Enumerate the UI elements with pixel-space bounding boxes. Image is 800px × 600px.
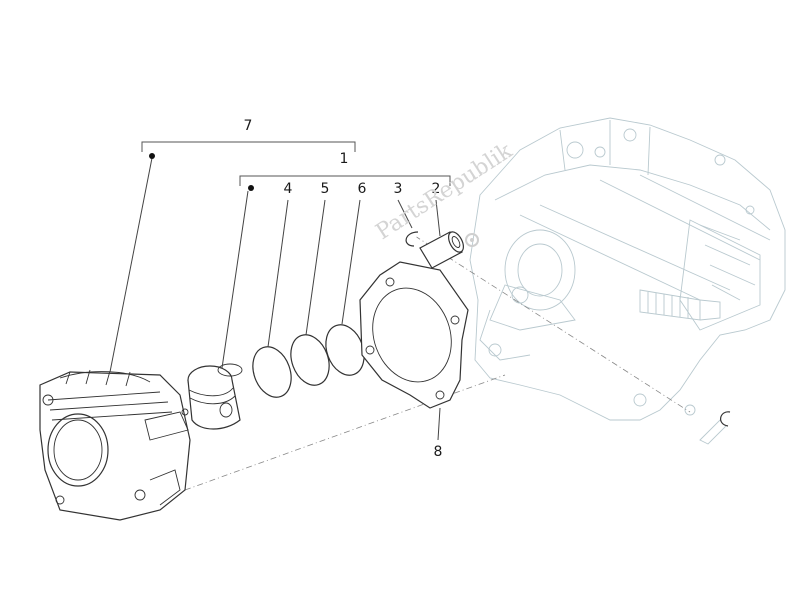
gear-icon [465, 233, 479, 247]
callout-2: 2 [432, 181, 441, 197]
bracket-7 [141, 141, 356, 152]
axis-line-upper [414, 235, 691, 413]
leader-3 [397, 199, 413, 229]
callout-5: 5 [321, 181, 330, 197]
callout-8: 8 [434, 444, 443, 460]
callout-3: 3 [394, 181, 403, 197]
callout-1: 1 [340, 151, 349, 167]
bullet-1 [248, 185, 254, 191]
piston-pin [419, 231, 464, 269]
leader-7 [109, 157, 153, 373]
leader-2 [435, 199, 441, 237]
circlip-right [720, 411, 731, 427]
axis-line-lower [184, 374, 506, 491]
leader-1-group [221, 190, 249, 369]
callout-6: 6 [358, 181, 367, 197]
circlip-3 [405, 231, 419, 247]
cylinder-base-gasket [359, 261, 469, 409]
leader-4 [267, 199, 289, 348]
leader-6 [341, 199, 361, 325]
bullet-7 [149, 153, 155, 159]
engine-crankcase-outline [469, 117, 786, 445]
piston-ring-4 [252, 346, 292, 398]
bracket-1 [239, 175, 451, 186]
leader-8 [437, 407, 441, 441]
leader-5 [305, 199, 326, 336]
callout-7: 7 [244, 118, 253, 134]
cylinder-block [39, 369, 191, 521]
piston [187, 363, 243, 430]
callout-4: 4 [284, 181, 293, 197]
